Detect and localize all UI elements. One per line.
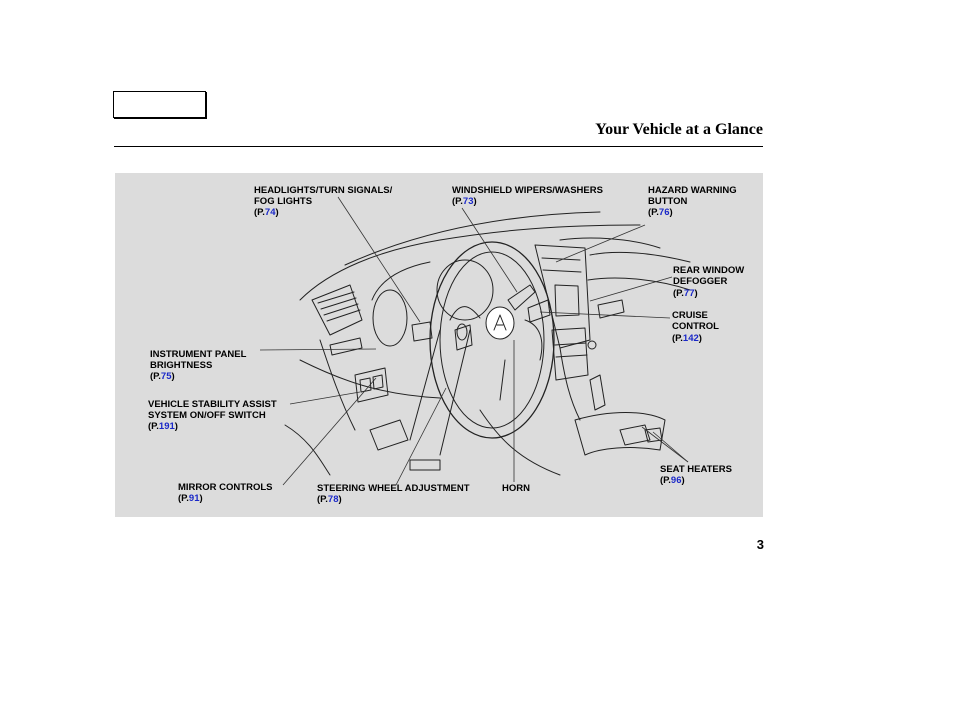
page-ref-mirror[interactable]: (P.91) <box>178 493 203 504</box>
page-ref-number[interactable]: 142 <box>682 333 699 344</box>
page-ref-number[interactable]: 73 <box>462 196 474 207</box>
page-ref-number[interactable]: 91 <box>188 493 200 504</box>
page-ref-cruise[interactable]: (P.142) <box>672 333 702 344</box>
page-ref-panel-brightness[interactable]: (P.75) <box>150 371 175 382</box>
page-ref-hazard[interactable]: (P.76) <box>648 207 673 218</box>
callout-steering-adjust-line1: STEERING WHEEL ADJUSTMENT <box>317 483 470 494</box>
page-ref-vsa[interactable]: (P.191) <box>148 421 178 432</box>
callout-headlights-line1: HEADLIGHTS/TURN SIGNALS/ <box>254 185 393 196</box>
leader-steering-adjust <box>395 387 447 486</box>
page-ref-number[interactable]: 74 <box>264 207 276 218</box>
callout-cruise-line1: CRUISE <box>672 310 708 321</box>
leader-panel-brightness <box>259 348 377 351</box>
leader-seat-heater-1 <box>652 431 689 463</box>
callout-wipers-line1: WINDSHIELD WIPERS/WASHERS <box>452 185 603 196</box>
callout-vsa-line1: VEHICLE STABILITY ASSIST <box>148 399 277 410</box>
callout-vsa: VEHICLE STABILITY ASSIST SYSTEM ON/OFF S… <box>148 399 277 432</box>
leader-vsa <box>289 391 361 405</box>
page-number: 3 <box>756 537 764 552</box>
leader-seat-heater-2 <box>641 426 689 463</box>
callout-seat-heaters: SEAT HEATERS (P.96) <box>660 464 732 486</box>
callout-seat-heaters-line1: SEAT HEATERS <box>660 464 732 475</box>
leader-headlights <box>337 196 421 323</box>
callout-mirror-line1: MIRROR CONTROLS <box>178 482 273 493</box>
leader-wipers <box>461 207 518 293</box>
leader-cruise <box>539 311 671 319</box>
callout-panel-brightness-line1: INSTRUMENT PANEL <box>150 349 247 360</box>
callout-rear-defogger-line1: REAR WINDOW <box>673 265 745 276</box>
leader-rear-defogger <box>589 276 673 302</box>
page-ref-number[interactable]: 76 <box>658 207 670 218</box>
callout-cruise: CRUISE CONTROL (P.142) <box>672 310 719 344</box>
page-ref-rear-defogger[interactable]: (P.77) <box>673 288 698 299</box>
callout-cruise-line2: CONTROL <box>672 321 719 332</box>
callout-wipers: WINDSHIELD WIPERS/WASHERS (P.73) <box>452 185 603 207</box>
callout-steering-adjust: STEERING WHEEL ADJUSTMENT (P.78) <box>317 483 470 505</box>
callout-hazard-line2: BUTTON <box>648 196 688 207</box>
page-ref-wipers[interactable]: (P.73) <box>452 196 477 207</box>
callout-panel-brightness-line2: BRIGHTNESS <box>150 360 213 371</box>
page-ref-number[interactable]: 78 <box>327 494 339 505</box>
callout-headlights: HEADLIGHTS/TURN SIGNALS/ FOG LIGHTS (P.7… <box>254 185 392 218</box>
page-ref-seat-heaters[interactable]: (P.96) <box>660 475 685 486</box>
section-tab-box <box>113 91 206 118</box>
callout-rear-defogger-line2: DEFOGGER <box>673 276 728 287</box>
page-title: Your Vehicle at a Glance <box>595 121 763 138</box>
page-ref-number[interactable]: 75 <box>160 371 172 382</box>
page-ref-number[interactable]: 191 <box>158 421 175 432</box>
leader-mirror <box>282 377 377 486</box>
callout-hazard: HAZARD WARNING BUTTON (P.76) <box>648 185 737 218</box>
callout-headlights-line2: FOG LIGHTS <box>254 196 313 207</box>
callout-horn-line1: HORN <box>502 483 530 494</box>
page-ref-number[interactable]: 77 <box>683 288 695 299</box>
header-rule <box>114 146 763 147</box>
page-ref-headlights[interactable]: (P.74) <box>254 207 279 218</box>
callout-rear-defogger: REAR WINDOW DEFOGGER (P.77) <box>673 265 744 299</box>
callout-hazard-line1: HAZARD WARNING <box>648 185 737 196</box>
callout-panel-brightness: INSTRUMENT PANEL BRIGHTNESS (P.75) <box>150 349 246 382</box>
page-ref-number[interactable]: 96 <box>670 475 682 486</box>
page-ref-steering-adjust[interactable]: (P.78) <box>317 494 342 505</box>
callout-vsa-line2: SYSTEM ON/OFF SWITCH <box>148 410 266 421</box>
leader-hazard <box>555 224 646 263</box>
callout-mirror: MIRROR CONTROLS (P.91) <box>178 482 272 504</box>
callout-horn: HORN <box>502 483 530 494</box>
